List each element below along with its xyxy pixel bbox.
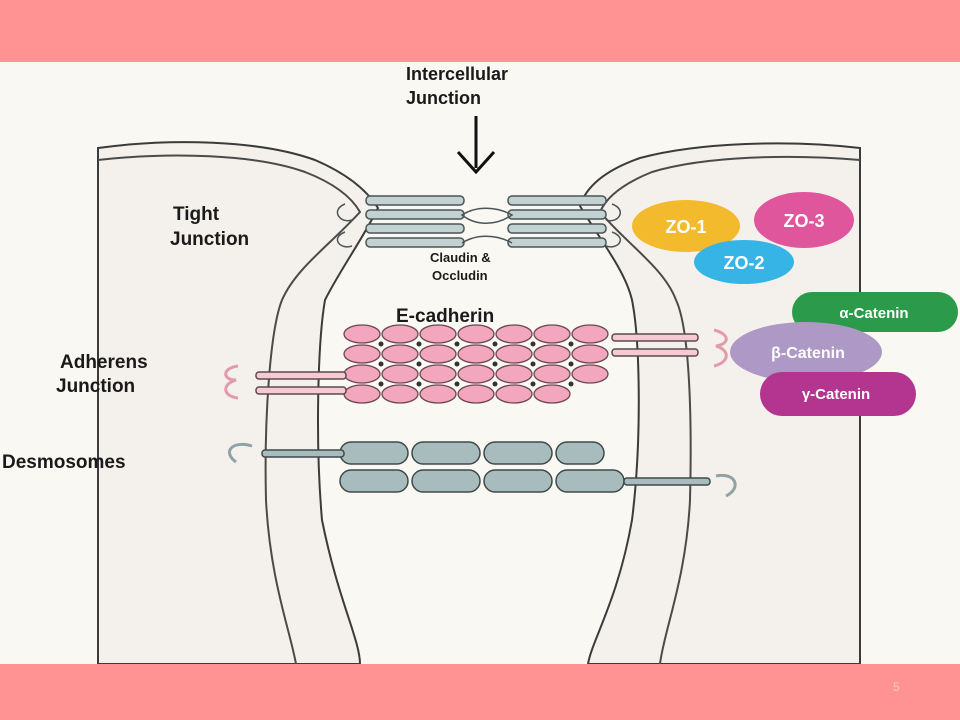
cadherin-unit [495,324,533,344]
calcium-ion-dot [530,341,536,347]
calcium-ion-dot [378,341,384,347]
svg-text:α-Catenin: α-Catenin [839,305,908,322]
cadherin-unit [495,364,533,384]
calcium-ion-dot [378,381,384,387]
desmosomes-label: Desmosomes [2,452,126,473]
cadherin-unit [343,384,381,404]
cadherin-tails [224,328,728,400]
zo1-protein: ZO-1 [632,200,740,252]
cadherin-unit [343,364,381,384]
cadherin-unit [533,344,571,364]
intercellular-label-line2: Junction [406,88,481,108]
cadherin-unit [533,324,571,344]
calcium-ion-dot [454,381,460,387]
calcium-ion-dot [416,381,422,387]
cadherin-unit [495,344,533,364]
gamma-catenin-protein: γ-Catenin [760,372,916,416]
e-cadherin-lattice [343,324,609,404]
cadherin-unit [419,364,457,384]
calcium-ion-dot [454,361,460,367]
cadherin-unit [457,384,495,404]
cadherin-unit [533,364,571,384]
calcium-ion-dot [378,361,384,367]
cadherin-unit [381,324,419,344]
right-cell-membrane [598,155,861,664]
cadherin-unit [381,364,419,384]
cadherin-unit [343,324,381,344]
cadherin-unit [571,364,609,384]
cadherin-unit [457,364,495,384]
e-cadherin-label: E-cadherin [396,306,494,327]
svg-text:ZO-2: ZO-2 [723,253,764,273]
svg-text:ZO-1: ZO-1 [665,217,706,237]
svg-text:β-Catenin: β-Catenin [771,345,845,362]
cadherin-unit [381,384,419,404]
cadherin-unit [381,344,419,364]
tight-junction-strands [336,195,622,248]
right-cell-outline [578,142,861,664]
calcium-ion-dot [492,381,498,387]
tight-junction-label-line2: Junction [170,229,249,250]
alpha-catenin-protein: α-Catenin [792,292,958,332]
cadherin-unit [533,384,571,404]
cadherin-unit [419,344,457,364]
intercellular-label-line1: Intercellular [406,64,508,84]
svg-text:γ-Catenin: γ-Catenin [802,386,870,403]
calcium-ion-dot [530,361,536,367]
top-banner [0,0,960,62]
calcium-ion-dot [568,341,574,347]
adherens-label-line2: Junction [56,376,135,397]
claudin-label-line2: Occludin [432,268,488,283]
calcium-ion-dot [416,341,422,347]
cadherin-unit [457,324,495,344]
cadherin-unit [419,324,457,344]
calcium-ion-dot [568,381,574,387]
calcium-ion-dot [568,361,574,367]
tight-junction-label-line1: Tight [173,204,220,225]
calcium-ion-dot [492,361,498,367]
calcium-ion-dot [530,381,536,387]
cadherin-unit [495,384,533,404]
svg-text:ZO-3: ZO-3 [783,211,824,231]
zo3-protein: ZO-3 [754,192,854,248]
cadherin-unit [571,324,609,344]
left-cell-membrane [97,154,362,664]
cadherin-unit [571,344,609,364]
intercellular-junction-diagram: ZO-1 ZO-3 ZO-2 α-Catenin β-Catenin γ-Cat… [0,62,960,664]
adherens-label-line1: Adherens [60,352,148,373]
beta-catenin-protein: β-Catenin [730,322,882,382]
cadherin-unit [457,344,495,364]
left-cell-outline [97,141,380,664]
zo2-protein: ZO-2 [694,240,794,284]
bottom-banner [0,664,960,720]
calcium-ion-dot [416,361,422,367]
cadherin-unit [343,344,381,364]
cadherin-unit [419,384,457,404]
calcium-ion-dot [454,341,460,347]
slide-number: 5 [893,680,900,694]
claudin-label-line1: Claudin & [430,250,491,265]
calcium-ion-dot [492,341,498,347]
down-arrow-icon [456,116,496,175]
desmosome-plates [228,441,737,498]
